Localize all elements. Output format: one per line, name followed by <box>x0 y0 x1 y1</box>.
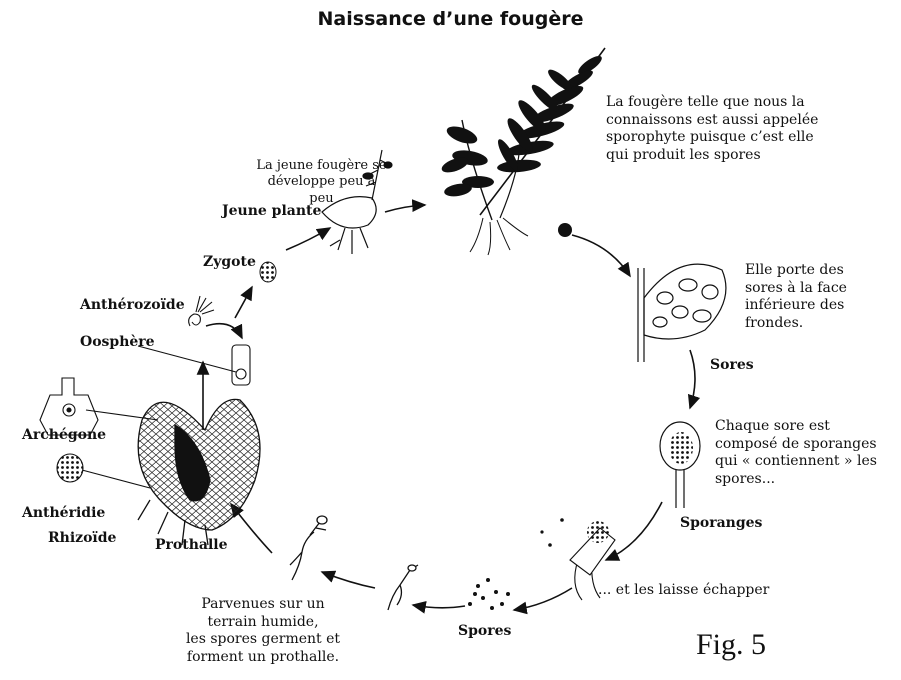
arrow-germination-to-prothalle-1 <box>322 572 375 588</box>
label-sporanges: Sporanges <box>680 515 762 533</box>
spores-illustration <box>468 578 510 610</box>
zygote-illustration <box>260 262 276 282</box>
arrow-release-to-spores <box>514 588 572 610</box>
arrow-sporanges-to-release <box>606 502 662 560</box>
label-zygote: Zygote <box>203 254 256 272</box>
description-sporophyte: La fougère telle que nous la connaissons… <box>606 94 818 164</box>
description-sporanges: Chaque sore est composé de sporanges qui… <box>715 418 877 488</box>
description-jeune-fougere: La jeune fougère se développe peu à peu <box>254 158 389 207</box>
label-antherozoide: Anthérozoïde <box>80 297 185 315</box>
arrow-sporophyte-to-sores <box>572 235 630 276</box>
sporange-illustration <box>660 422 700 508</box>
arrow-jeune-plante-to-sporophyte <box>385 205 425 212</box>
label-jeune-plante: Jeune plante <box>222 203 321 221</box>
label-archegone: Archégone <box>22 427 106 445</box>
description-liberation: ... et les laisse échapper <box>598 582 769 600</box>
antherozoide-illustration <box>189 296 214 326</box>
description-sores: Elle porte des sores à la face inférieur… <box>745 262 847 332</box>
arrow-zygote-to-jeune-plante <box>286 228 330 250</box>
fern-sporophyte-illustration <box>440 48 605 255</box>
label-antheridie: Anthéridie <box>22 505 105 523</box>
label-sores: Sores <box>710 357 754 375</box>
label-rhizoide: Rhizoïde <box>48 530 116 548</box>
arrow-sores-to-sporanges <box>690 350 695 408</box>
label-prothalle: Prothalle <box>155 537 228 555</box>
antheridie-detail-illustration <box>57 454 150 488</box>
arrow-antherozoide-to-oosphere <box>206 324 242 338</box>
prothalle-illustration <box>138 399 260 545</box>
description-germination: Parvenues sur un terrain humide, les spo… <box>168 596 358 666</box>
oosphere-illustration <box>138 345 250 385</box>
label-oosphere: Oosphère <box>80 334 155 352</box>
label-spores: Spores <box>458 623 511 641</box>
arrow-to-zygote <box>235 287 252 318</box>
diagram-title: Naissance d’une fougère <box>0 8 901 32</box>
cycle-start-dot <box>558 223 572 237</box>
arrow-spores-to-germination <box>413 605 465 608</box>
figure-label: Fig. 5 <box>696 626 766 664</box>
frond-sores-illustration <box>638 264 726 362</box>
cycle-arrows <box>203 205 695 610</box>
